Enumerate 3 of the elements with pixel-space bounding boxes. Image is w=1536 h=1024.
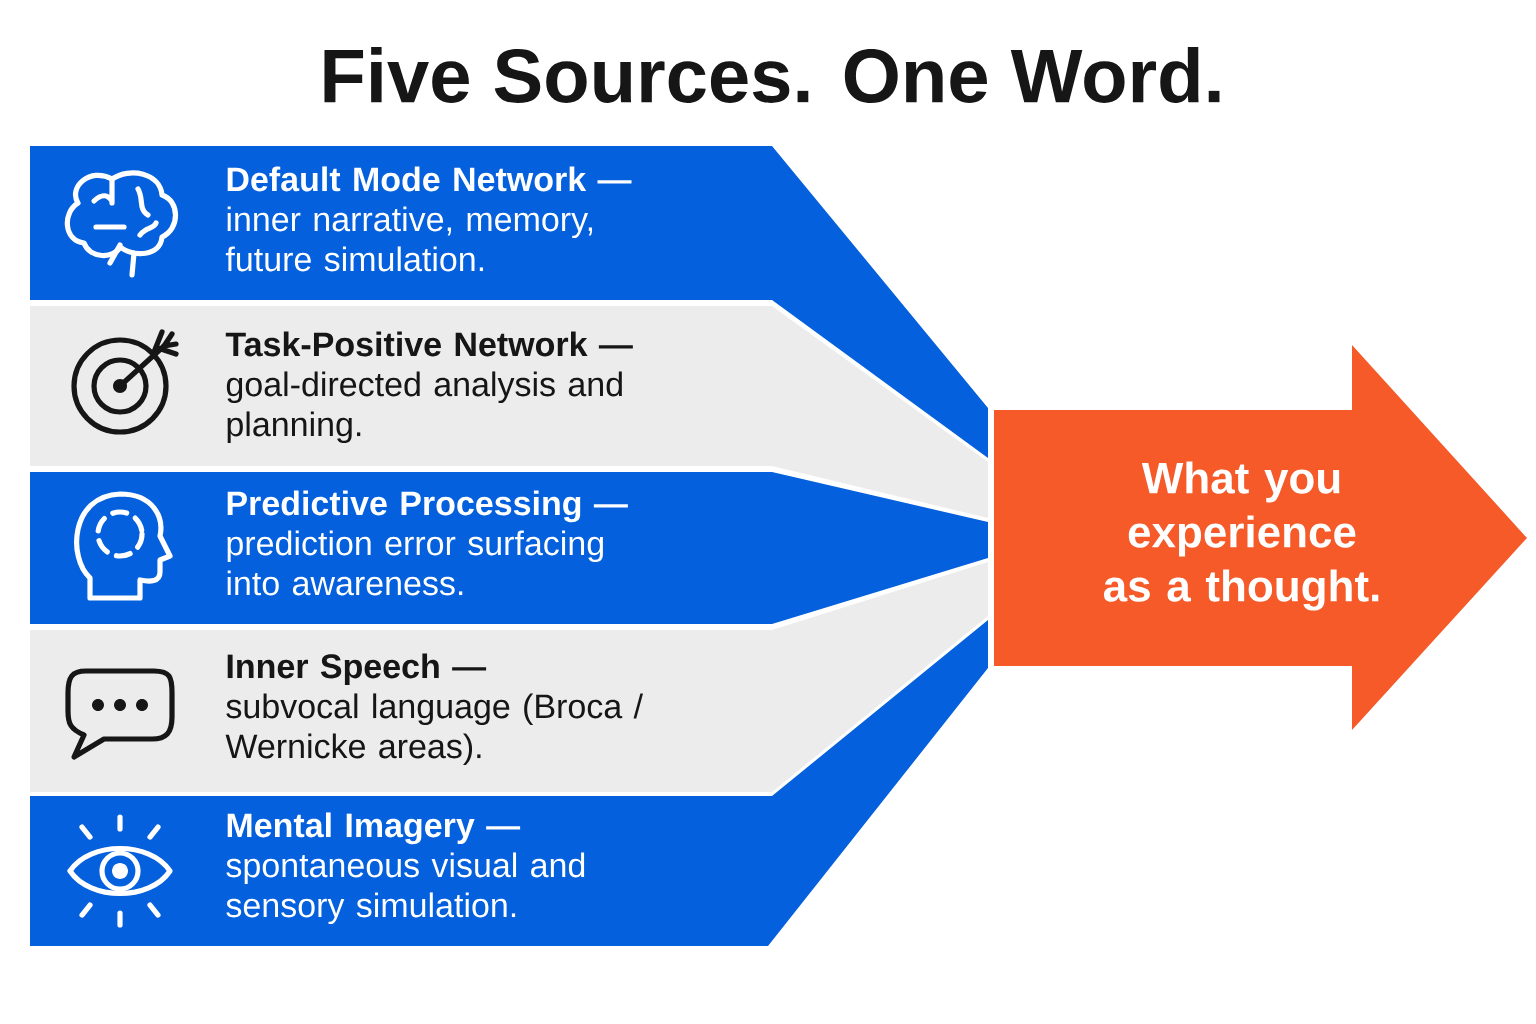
title: Five Sources. One Word. xyxy=(324,47,1220,103)
node-label: spontaneous visual and sensory simulation. xyxy=(226,852,585,925)
node-label: Mental Imagery — xyxy=(227,812,521,845)
